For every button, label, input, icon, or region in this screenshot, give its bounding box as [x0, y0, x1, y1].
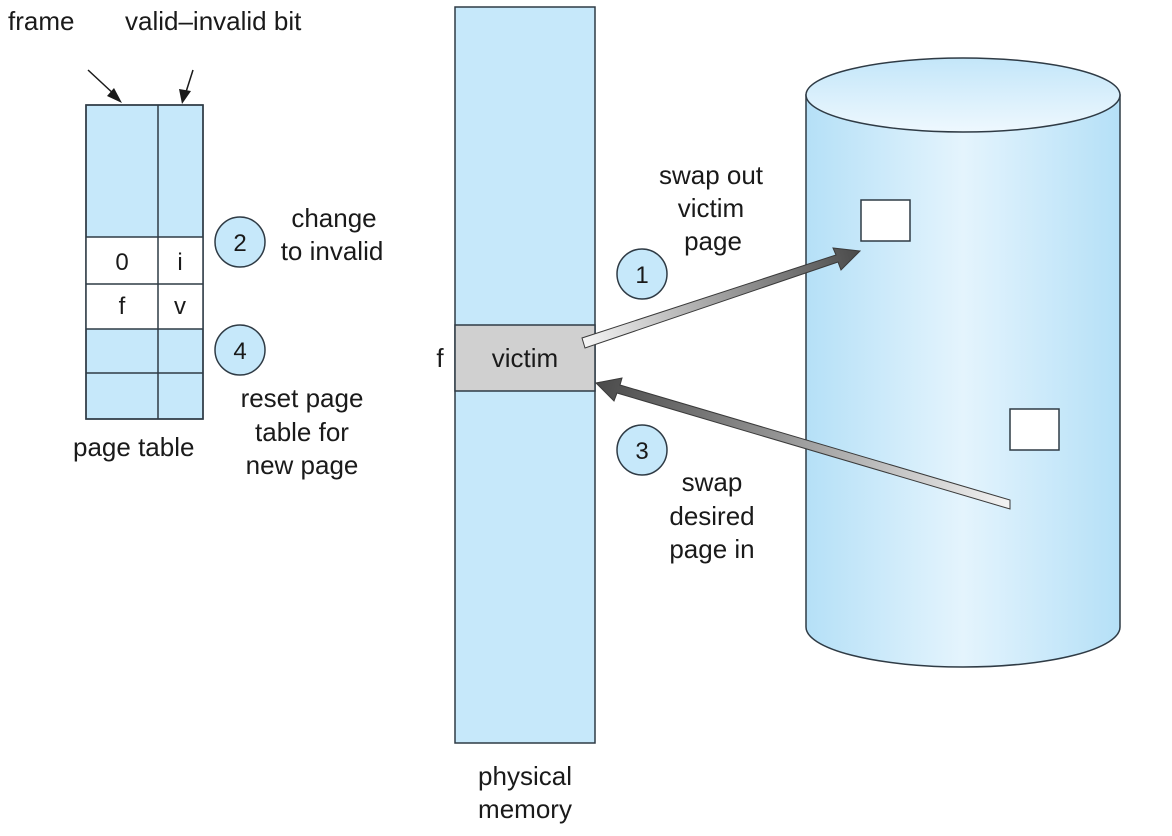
step-1-text-line-2: victim	[678, 193, 744, 223]
victim-frame	[454, 324, 596, 392]
frame-column-label: frame	[8, 6, 74, 36]
step-3-number: 3	[635, 438, 648, 465]
disk-body	[805, 94, 1121, 668]
row-0-frame: 0	[115, 249, 128, 276]
swap-in-arrow	[594, 377, 1011, 510]
step-1-text-line-1: swap out	[659, 160, 764, 190]
frame-f-label: f	[436, 343, 444, 373]
step-1-number: 1	[635, 262, 648, 289]
step-3-text-line-2: desired	[669, 501, 754, 531]
swap-out-arrow-icon	[581, 247, 862, 349]
page-table-highlight-rows	[86, 237, 203, 329]
row-0-bit: i	[177, 249, 182, 276]
victim-label: victim	[492, 343, 558, 373]
step-2-number: 2	[233, 230, 246, 257]
physical-memory-label-line-2: memory	[478, 794, 572, 824]
disk-top	[805, 57, 1121, 133]
backing-store-disk	[805, 57, 1121, 668]
frame-pointer-arrow	[87, 69, 122, 103]
page-table-label: page table	[73, 432, 194, 462]
physical-memory-label-line-1: physical	[478, 761, 572, 791]
step-2-text-line-1: change	[291, 203, 376, 233]
step-1-text-line-3: page	[684, 226, 742, 256]
row-1-frame: f	[119, 293, 126, 320]
step-3-text-line-1: swap	[682, 467, 743, 497]
step-1: 1 swap out victim page	[616, 160, 764, 300]
step-4-text-line-3: new page	[246, 450, 359, 480]
row-1-bit: v	[174, 293, 186, 320]
step-4-number: 4	[233, 338, 246, 365]
page-table: 0 i f v frame valid–invalid bit page tab…	[8, 6, 302, 462]
step-3-badge	[616, 424, 668, 476]
step-4: 4 reset page table for new page	[214, 324, 364, 480]
valid-invalid-bit-label: valid–invalid bit	[125, 6, 302, 36]
desired-page-block	[1009, 408, 1060, 451]
step-1-badge	[616, 248, 668, 300]
step-2-badge	[214, 216, 266, 268]
step-2: 2 change to invalid	[214, 203, 384, 268]
step-4-badge	[214, 324, 266, 376]
swap-in-arrow-icon	[594, 377, 1011, 510]
step-2-text-line-2: to invalid	[281, 236, 384, 266]
swap-out-arrow	[581, 247, 862, 349]
step-3-text-line-3: page in	[669, 534, 754, 564]
step-4-text-line-1: reset page	[241, 383, 364, 413]
swapped-out-page-block	[860, 199, 911, 242]
physical-memory: victim f physical memory	[436, 6, 596, 824]
step-4-text-line-2: table for	[255, 417, 349, 447]
valid-bit-pointer-arrow	[179, 69, 194, 104]
step-3: 3 swap desired page in	[616, 424, 755, 564]
